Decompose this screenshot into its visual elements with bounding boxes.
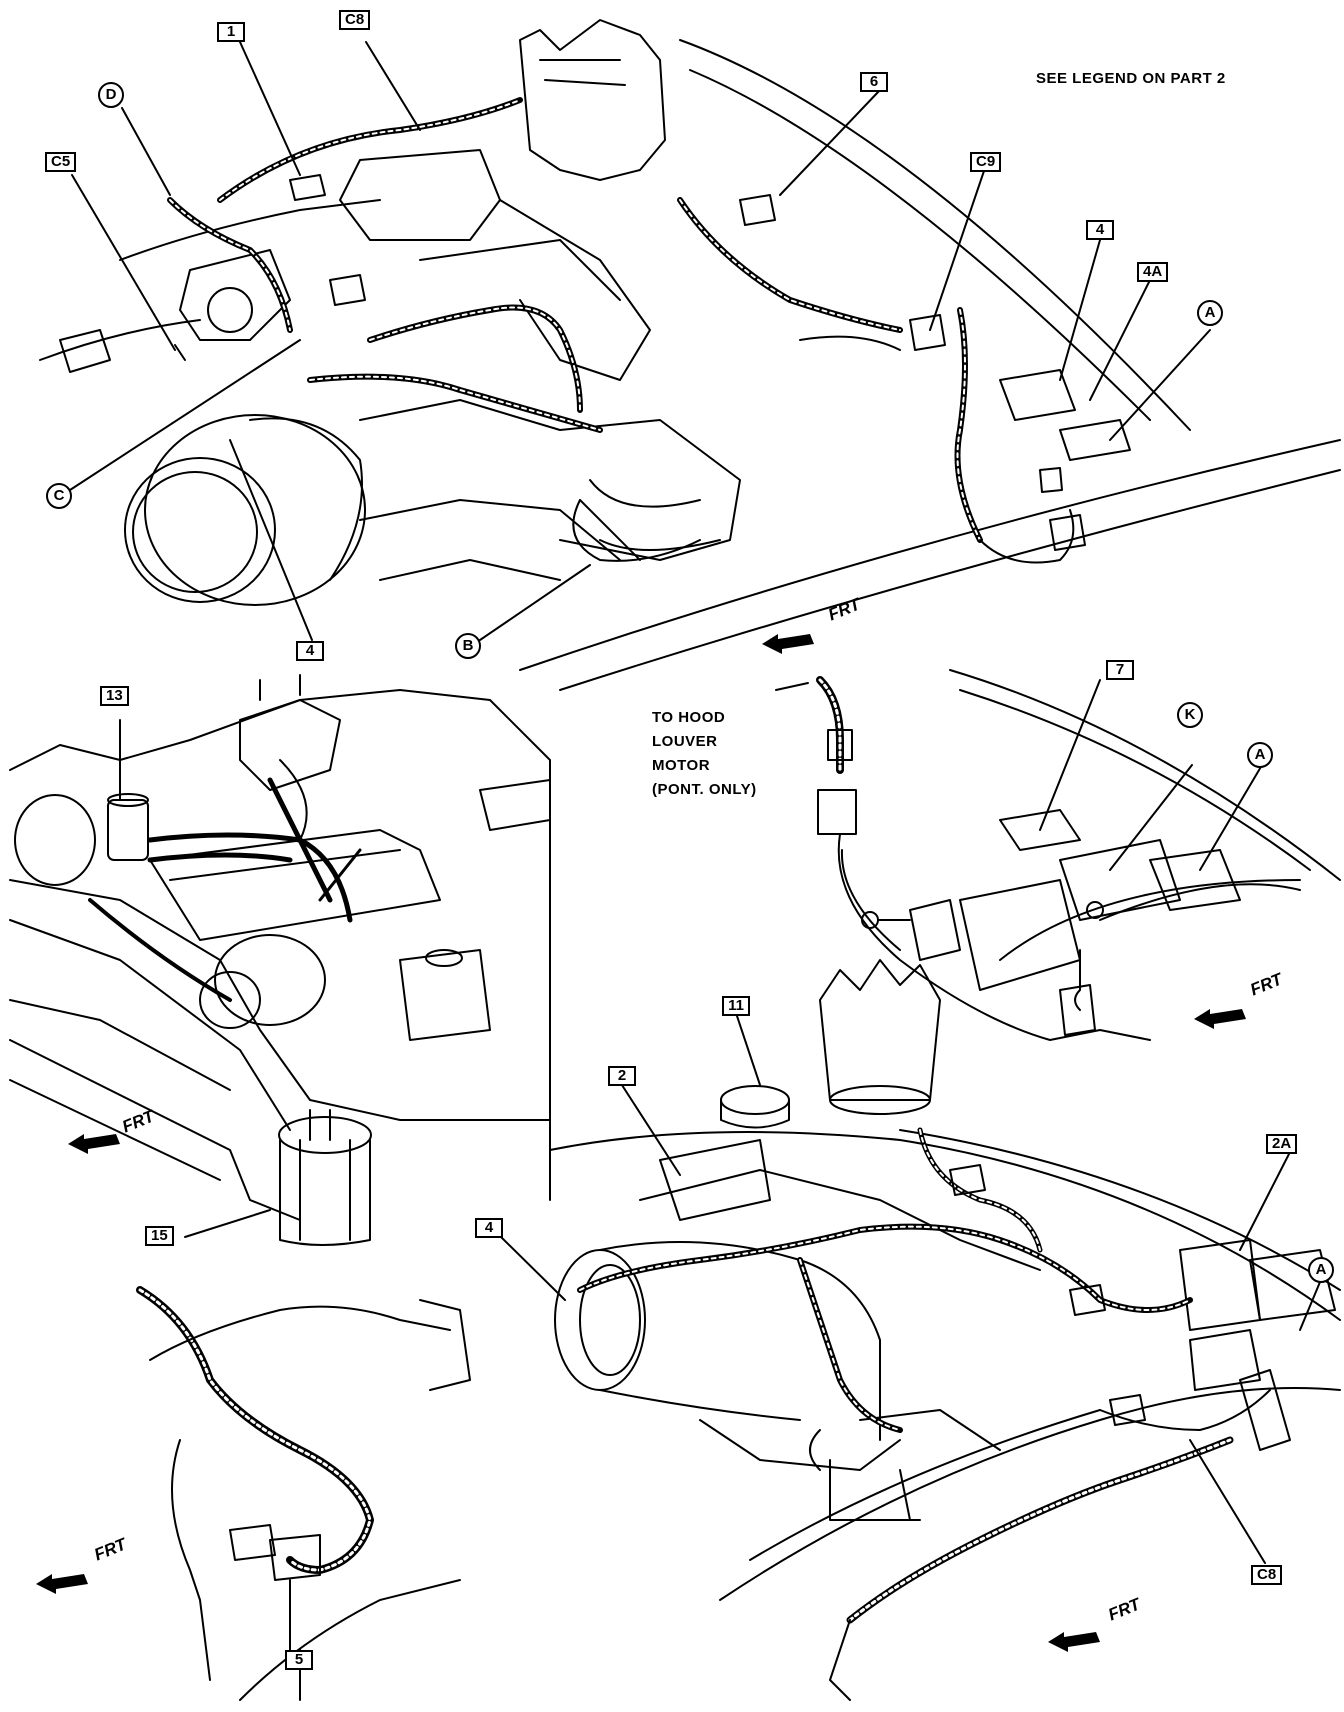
legend-note: SEE LEGEND ON PART 2	[1036, 70, 1226, 87]
callout-d: D	[98, 82, 124, 108]
frt-label-top: FRT	[825, 594, 863, 625]
frt-arrow-mid-icon	[1192, 1005, 1248, 1029]
transmission-view	[136, 1286, 471, 1701]
frt-label-bottom-left: FRT	[91, 1534, 129, 1565]
hood-note-line-2: LOUVER	[652, 733, 718, 750]
frt-arrow-top-icon	[760, 630, 816, 654]
callout-c: C	[46, 483, 72, 509]
frt-label-bottom-right: FRT	[1105, 1594, 1143, 1625]
callout-4a: 4A	[1137, 262, 1169, 282]
callout-a-mid: A	[1247, 742, 1273, 768]
hood-note-line-4: (PONT. ONLY)	[652, 781, 757, 798]
hood-louver-note: TO HOOD LOUVER MOTOR (PONT. ONLY)	[652, 706, 757, 802]
callout-c8-top: C8	[339, 10, 371, 30]
frt-arrow-bottom-left-icon	[34, 1570, 90, 1594]
callout-1: 1	[217, 22, 245, 42]
hood-note-line-1: TO HOOD	[652, 709, 726, 726]
callout-15: 15	[145, 1226, 174, 1246]
callout-b: B	[455, 633, 481, 659]
callout-2: 2	[608, 1066, 636, 1086]
frt-label-mid: FRT	[1247, 969, 1285, 1000]
left-engine-view	[9, 674, 551, 1246]
hood-louver-view	[775, 669, 1341, 1041]
callout-2a: 2A	[1266, 1134, 1298, 1154]
callout-4-left: 4	[475, 1218, 503, 1238]
frt-arrow-left-icon	[66, 1130, 122, 1154]
hood-note-line-3: MOTOR	[652, 757, 711, 774]
callout-c5: C5	[45, 152, 77, 172]
callout-c9: C9	[970, 152, 1002, 172]
callout-4-bottom: 4	[296, 641, 324, 661]
frt-label-left: FRT	[119, 1106, 157, 1137]
callout-5: 5	[285, 1650, 313, 1670]
callout-4-top-right: 4	[1086, 220, 1114, 240]
callout-11: 11	[722, 996, 750, 1016]
callout-a-top: A	[1197, 300, 1223, 326]
frt-arrow-bottom-right-icon	[1046, 1628, 1102, 1652]
callout-a-bottom: A	[1308, 1257, 1334, 1283]
top-engine-view	[39, 19, 1341, 691]
callout-k: K	[1177, 702, 1203, 728]
callout-7: 7	[1106, 660, 1134, 680]
callout-6: 6	[860, 72, 888, 92]
callout-c8-bottom: C8	[1251, 1565, 1283, 1585]
callout-13: 13	[100, 686, 129, 706]
bottom-right-engine-view	[499, 959, 1341, 1701]
